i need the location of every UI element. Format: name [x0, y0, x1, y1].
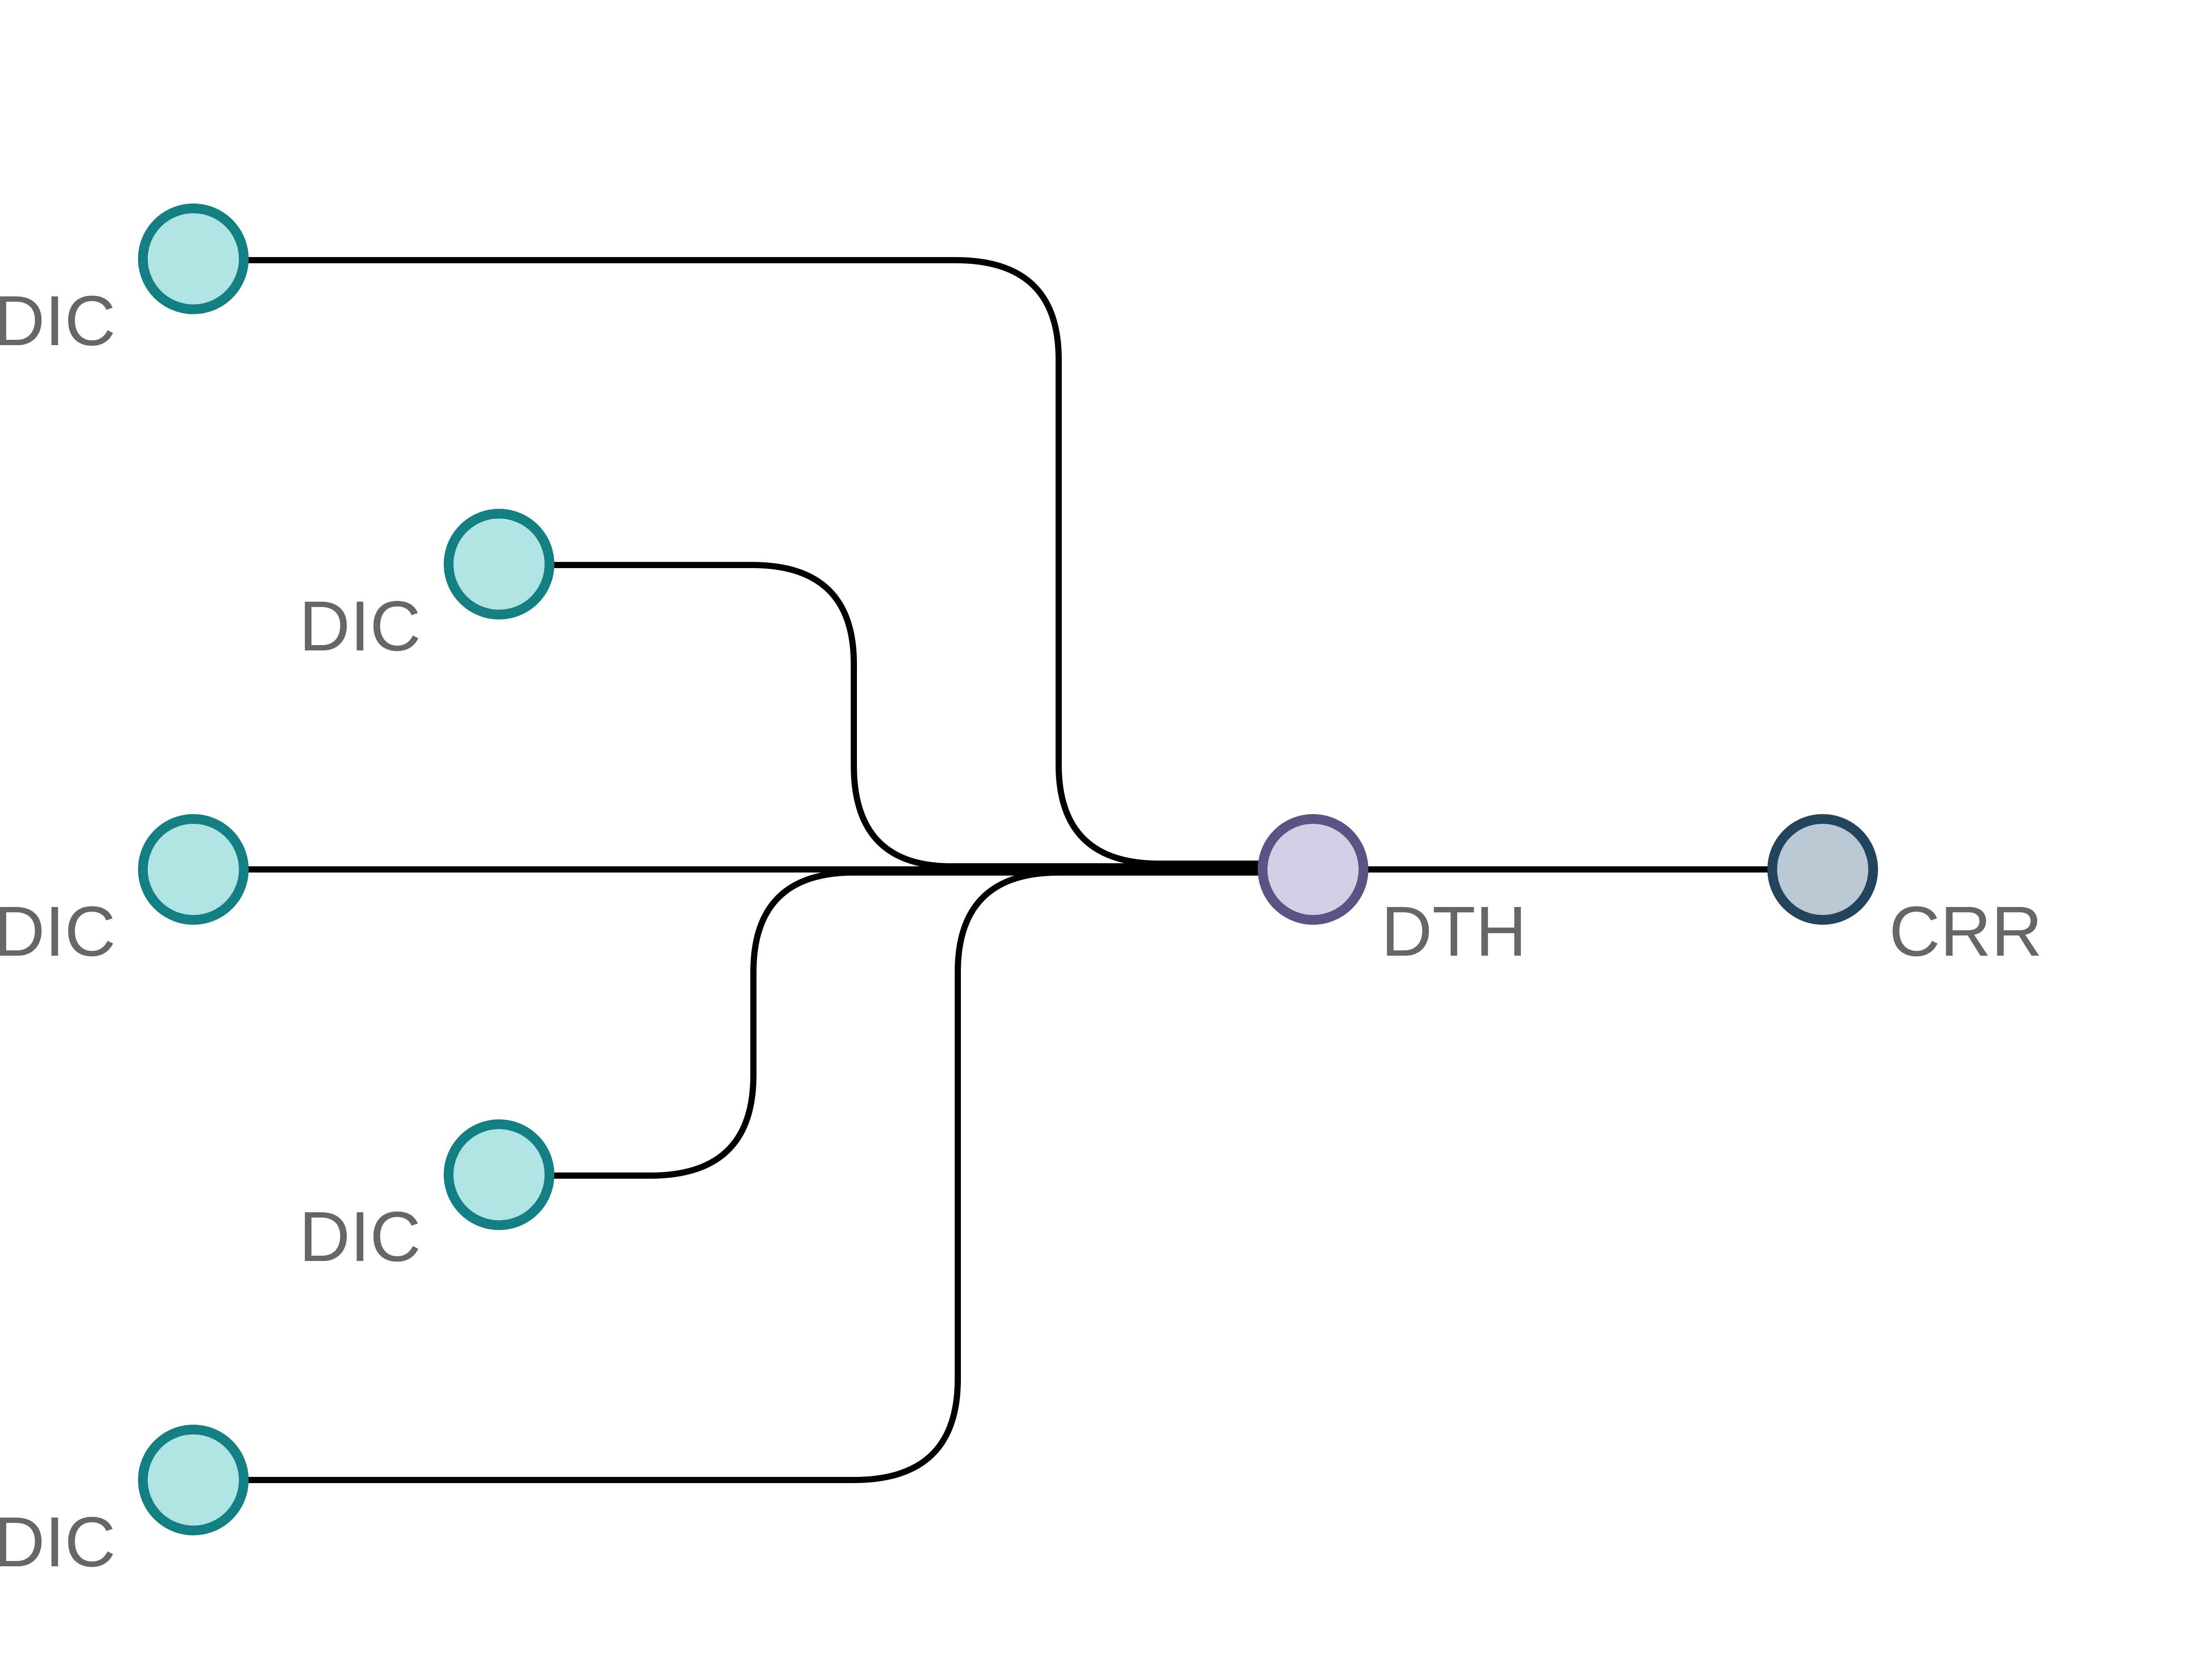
edge-dic-5-to-dth	[248, 869, 1261, 1483]
dic-2-circle[interactable]	[444, 509, 554, 619]
crr-label: CRR	[1889, 892, 2043, 971]
edge-dic-4-to-dth	[553, 869, 1261, 1179]
dic-3-circle[interactable]	[138, 814, 249, 925]
dic-5-circle[interactable]	[138, 1425, 249, 1535]
dth-circle[interactable]	[1258, 814, 1368, 925]
dic-2-label: DIC	[299, 586, 421, 665]
crr-circle[interactable]	[1767, 814, 1878, 925]
dth-label: DTH	[1381, 892, 1527, 971]
node-dic-3[interactable]: DIC	[0, 814, 249, 971]
edge-dic-1-to-dth	[248, 257, 1261, 867]
node-dic-5[interactable]: DIC	[0, 1425, 249, 1581]
dic-3-label: DIC	[0, 892, 116, 971]
node-crr[interactable]: CRR	[1767, 814, 2043, 971]
edges	[248, 257, 1770, 1483]
node-dic-4[interactable]: DIC	[299, 1119, 554, 1276]
node-dic-2[interactable]: DIC	[299, 509, 554, 665]
node-dic-1[interactable]: DIC	[0, 204, 249, 360]
dic-4-label: DIC	[299, 1197, 421, 1276]
edge-dic-2-to-dth	[553, 562, 1261, 869]
dic-5-label: DIC	[0, 1502, 116, 1581]
dic-1-label: DIC	[0, 281, 116, 360]
dic-4-circle[interactable]	[444, 1119, 554, 1230]
node-dth[interactable]: DTH	[1258, 814, 1527, 971]
dic-1-circle[interactable]	[138, 204, 249, 314]
